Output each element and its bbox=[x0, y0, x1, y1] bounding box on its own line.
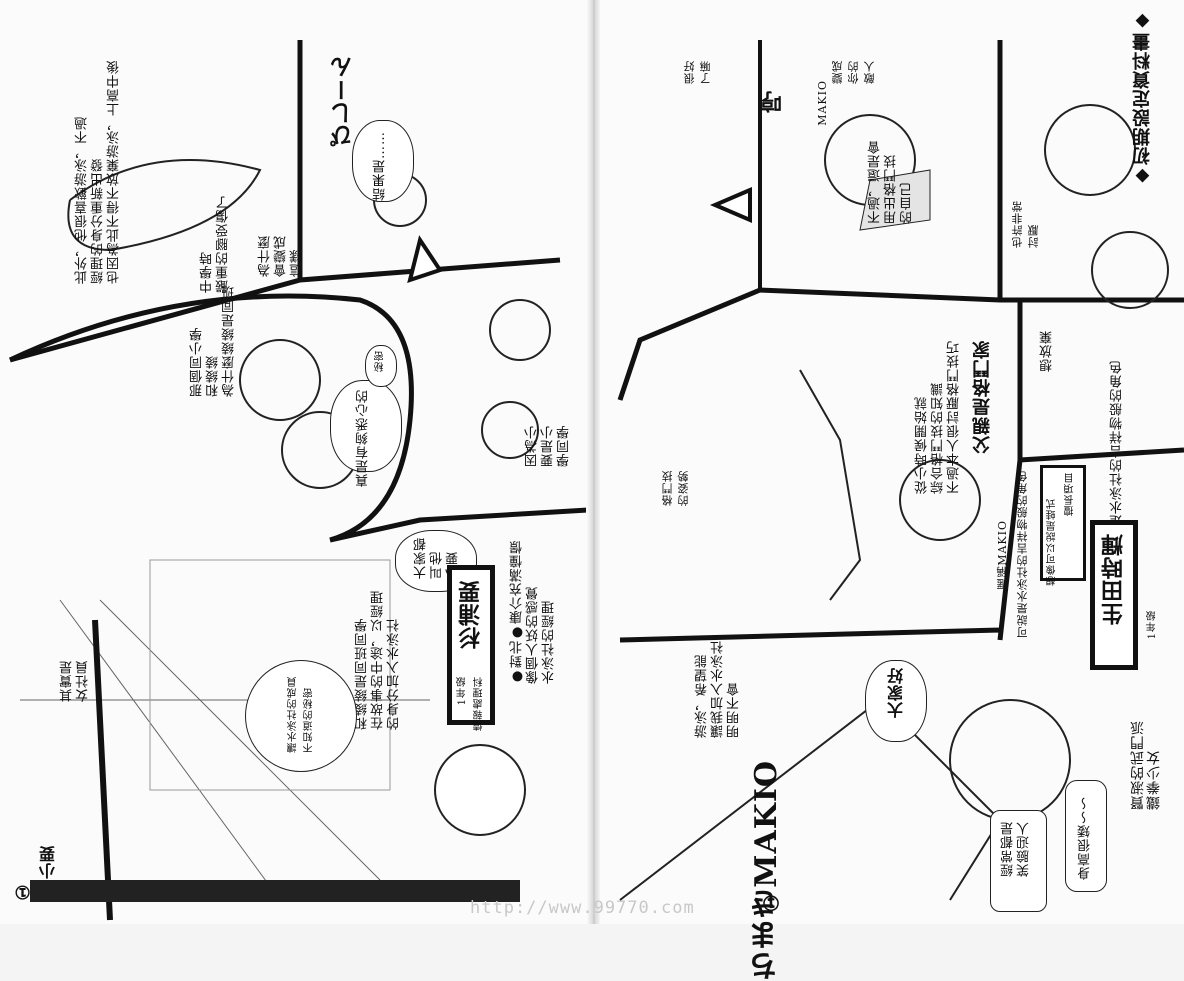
circle-number: ① bbox=[759, 890, 783, 915]
grade: 1年級 bbox=[1147, 610, 1158, 640]
name-box-sugiura: 杉浦要 bbox=[447, 565, 495, 725]
watermark: http://www.99770.com bbox=[470, 898, 695, 918]
club-text: 其實是 女社員 bbox=[60, 660, 91, 702]
greeting-bubble: 大家好 bbox=[865, 660, 927, 742]
left-page-artwork bbox=[8, 40, 588, 921]
right-page: ◆初期設定資料畫◆ 不過，還是會 用出格鬥技 的自己 MAKIO 很好 了嘛 也… bbox=[600, 0, 1184, 981]
well-bubble: 很好 了嘛 bbox=[683, 60, 712, 84]
name-box-ikuta: 生田時輝 bbox=[1090, 520, 1138, 670]
tagline: 賢淑的武門派 鐵拳少女 bbox=[1130, 720, 1162, 810]
header-title: ◆初期設定資料畫◆ bbox=[1132, 10, 1153, 187]
kicker-note: 格鬥技 的姿勢 bbox=[661, 470, 690, 506]
dept: 情報處理科 bbox=[474, 676, 485, 731]
smile-bubble: 經常都是 笑臉迎人 bbox=[990, 810, 1047, 912]
past-text: 此外，他很喜歡游泳，不過 經理的身分重新出發 也因為此不得不放棄游泳，上高中後 bbox=[75, 60, 122, 284]
label-small: 小要 bbox=[39, 845, 58, 879]
height-bubble: 身高很矮～～ bbox=[1065, 780, 1107, 892]
character-name: 生田時輝 bbox=[1101, 533, 1127, 625]
makio-bubble: MAKIO bbox=[816, 80, 829, 126]
left-page: 此外，他很喜歡游泳，不過 經理的身分重新出發 也因為此不得不放棄游泳，上高中後 … bbox=[0, 0, 588, 924]
still-text: 不過，還是會 用出格鬥技 的自己 bbox=[868, 140, 915, 224]
small-bubble-text: 因為小 要是小 學同學 bbox=[525, 425, 572, 467]
book-gutter bbox=[586, 0, 602, 924]
sfx-slap: ぴしーん bbox=[330, 55, 356, 147]
specialty-box: 擅長項目 想像可以說是蛙式 bbox=[1040, 465, 1086, 586]
why-text: 為什麼 會變成 這樣 bbox=[258, 235, 305, 277]
feel-bubble: 真是有夠悉心的 bbox=[330, 380, 402, 487]
nickname-bubble: 大家都 叫他 小要 bbox=[395, 530, 477, 592]
father-text: 從小時候開始就 綜合格鬥技的知識 不過本人很討厭格鬥技巧 bbox=[915, 340, 962, 494]
character-name: 杉浦要 bbox=[458, 580, 484, 649]
classmate-text: 那個同小學 和綾綾 為什麼綾綾是同班 bbox=[190, 285, 237, 397]
note-bubble: 讓水泳社的成員 不知道的秘密 bbox=[245, 660, 357, 772]
circle-number: ① bbox=[12, 880, 33, 902]
hate-bubble: 想放棄 bbox=[1040, 330, 1055, 372]
result-bubble: 結果是…… bbox=[352, 120, 414, 202]
intro-text: ●對北●康介充滿憧憬 像個人妖的感覺 水泳社的經理 bbox=[510, 540, 557, 684]
join-text: 游泳，希望能 讓我加入水泳社 明明不會 bbox=[695, 640, 742, 738]
sfx-hmph: 哼 bbox=[760, 90, 786, 113]
injury-text: 中學時 嚴重的腳受傷了 bbox=[200, 195, 231, 293]
mascot-text: 可說是水泳社的吉祥物般的角色 bbox=[1016, 470, 1029, 638]
girl-bubble: 變成 你的 敵人 bbox=[831, 60, 876, 84]
story-text: 和綾綾是同班同學 在故事的中途，以經理 的身分加入水泳社 bbox=[355, 590, 402, 730]
secret-bubble: 秘密 bbox=[365, 345, 397, 387]
makio-logo: ちまきMAKIO bbox=[749, 760, 784, 981]
father-title: 父親是格鬥家 bbox=[972, 340, 993, 454]
grade: 1年級 bbox=[457, 676, 468, 706]
top-bubble: 也許非常 討厭 bbox=[1011, 200, 1040, 248]
nickname: 暱稱MAKIO bbox=[996, 520, 1009, 590]
